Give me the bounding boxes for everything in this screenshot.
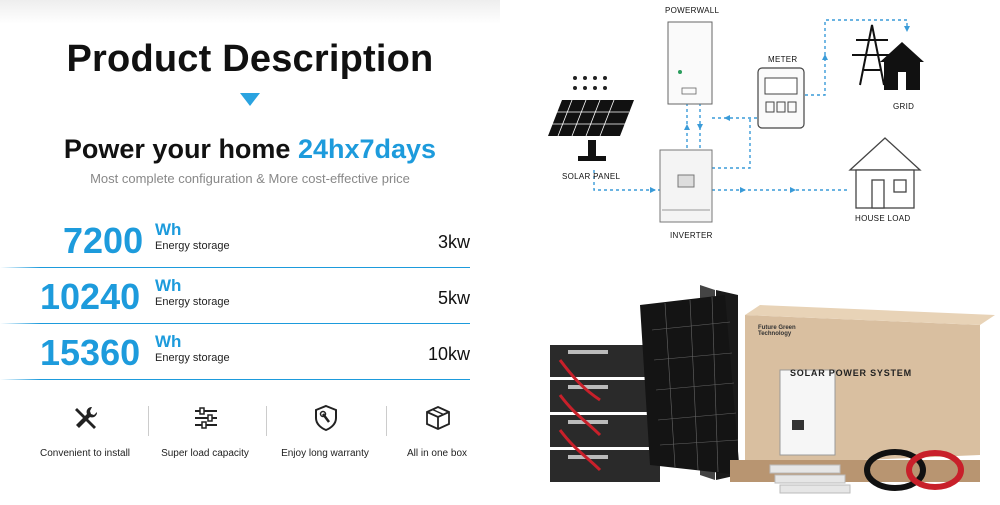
separator [386, 406, 387, 436]
spec-label: Energy storage [155, 296, 230, 308]
spec-power: 10kw [427, 344, 470, 364]
product-photo: Future Green Technology SOLAR POWER SYST… [500, 270, 1000, 500]
sliders-icon [195, 407, 217, 429]
system-panel: POWERWALL METER GRID SOLAR PANEL HOUSE L… [500, 0, 1000, 500]
top-shade [0, 0, 500, 24]
system-diagram: POWERWALL METER GRID SOLAR PANEL HOUSE L… [500, 0, 1000, 250]
spec-label: Energy storage [155, 352, 230, 364]
product-description-panel: Product Description Power your home 24hx… [0, 0, 500, 500]
inverter-label: INVERTER [670, 231, 713, 240]
brand-line2: Technology [758, 331, 792, 337]
subline: Most complete configuration & More cost-… [90, 171, 410, 186]
spec-row: 7200 Wh Energy storage 3kw [0, 220, 470, 268]
feature-install: Convenient to install [30, 400, 140, 470]
divider-fade [0, 267, 40, 268]
diagram-drawing [548, 19, 924, 223]
spec-value: 7200 [63, 220, 144, 261]
solar-kit-illustration [550, 285, 995, 494]
divider [40, 267, 470, 268]
box-icon [426, 406, 450, 430]
divider [40, 379, 470, 380]
shield-wrench-icon [315, 404, 337, 432]
headline-accent: 24hx7days [297, 134, 437, 164]
spec-value: 10240 [40, 276, 141, 317]
solar-panels [640, 285, 740, 480]
separator [148, 406, 149, 436]
divider-fade [0, 323, 40, 324]
divider-fade [0, 379, 40, 380]
spec-value: 15360 [40, 332, 141, 373]
feature-box: All in one box [382, 400, 492, 470]
feature-label: Enjoy long warranty [281, 448, 369, 459]
tools-icon [75, 406, 98, 429]
feature-label: Super load capacity [161, 448, 249, 459]
box-title: SOLAR POWER SYSTEM [790, 368, 912, 378]
spec-power: 3kw [437, 232, 470, 252]
feature-warranty: Enjoy long warranty [270, 400, 380, 470]
headline: Power your home 24hx7days [0, 134, 500, 165]
grid-label: GRID [893, 102, 915, 111]
spec-unit: Wh [155, 276, 182, 295]
solar-panel-label: SOLAR PANEL [562, 172, 621, 181]
house-load-label: HOUSE LOAD [855, 214, 911, 223]
spec-unit: Wh [155, 220, 182, 239]
feature-load: Super load capacity [150, 400, 260, 470]
spec-label: Energy storage [155, 240, 230, 252]
feature-label: Convenient to install [39, 448, 131, 459]
page-title: Product Description [66, 38, 434, 80]
brand-line1: Future Green [758, 325, 796, 331]
feature-strip: Convenient to install Super load capacit… [30, 400, 470, 475]
battery-stack [550, 345, 660, 482]
spec-power: 5kw [437, 288, 470, 308]
spec-row: 10240 Wh Energy storage 5kw [0, 276, 470, 324]
feature-label: All in one box [406, 448, 468, 459]
headline-main: Power your home [63, 134, 298, 164]
separator [266, 406, 267, 436]
powerwall-label: POWERWALL [665, 6, 720, 15]
divider [40, 323, 470, 324]
brand-label: Future Green Technology [758, 325, 796, 337]
spec-unit: Wh [155, 332, 182, 351]
meter-label: METER [768, 55, 798, 64]
down-triangle-icon [240, 93, 260, 106]
spec-row: 15360 Wh Energy storage 10kw [0, 332, 470, 380]
